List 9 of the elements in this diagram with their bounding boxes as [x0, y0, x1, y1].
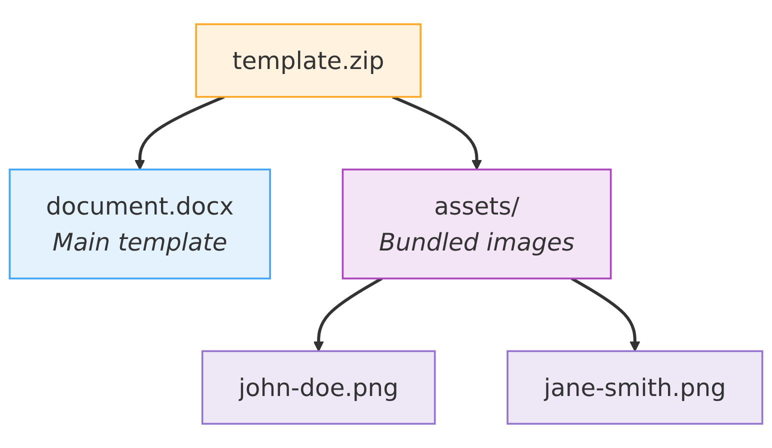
node-box: john-doe.png — [201, 350, 436, 425]
arrow — [392, 95, 482, 170]
arrow — [134, 95, 225, 170]
node-box: jane-smith.png — [506, 350, 764, 425]
node-box: assets/ Bundled images — [342, 168, 612, 280]
node-box: document.docx Main template — [8, 168, 271, 280]
arrow — [570, 277, 640, 352]
node-box: template.zip — [195, 23, 422, 98]
arrow — [313, 277, 383, 352]
